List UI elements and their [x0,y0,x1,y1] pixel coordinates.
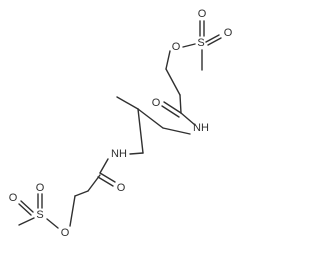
bond-ch2-n-bottom [129,152,144,155]
bond-s-o-right-1 [205,34,220,43]
bond-s-o-ester-top [182,43,196,48]
atom-o-ester-top: O [172,41,181,53]
bond-s-o-left-bottom-2 [18,203,32,216]
structure-canvas: O O S O O NH NH O O O S O [9,8,233,239]
bond-co-bottom-2 [97,176,114,187]
bond-ch-methyl [116,96,139,110]
atom-o-sulfonyl-bottom-left: O [9,192,18,204]
bond-co-bottom-1 [99,172,116,183]
atom-o-ester-bottom: O [61,227,70,239]
atom-labels: O O S O O NH NH O O O S O [9,8,233,239]
atom-o-sulfonyl-bottom-up: O [36,182,45,194]
molecule-diagram: O O S O O NH NH O O O S O [9,8,233,239]
bond-s-o-left-bottom-1 [20,200,34,213]
bond-oester-ch2-top [165,50,171,70]
atom-s-top: S [197,37,204,49]
atom-nh-bottom: NH [111,148,127,160]
atom-o-amide-bottom: O [117,182,126,194]
bond-co-top-2 [161,105,180,118]
bonds [18,20,222,229]
bond-ch-ch2-bottom [137,108,144,154]
bond-ch2-co-top [179,94,182,114]
bond-co-top-1 [163,101,182,114]
bond-ch2-ch-center [137,108,164,129]
bond-s-methyl-bottom [18,217,35,226]
bond-co-n-top [180,112,196,126]
bond-n-ch2-top [162,127,191,135]
bond-ch2-ch2-bottom [74,190,89,197]
bond-ch2-oester-bottom [69,195,76,227]
atom-s-bottom: S [36,209,43,221]
bond-n-co-bottom [99,158,109,174]
atom-o-sulfonyl-top-right: O [224,27,233,39]
bond-ch2-ch2-top [165,68,181,96]
atom-o-sulfonyl-top-up: O [198,8,207,20]
atom-nh-top: NH [193,122,209,134]
bond-s-o-right-2 [207,37,222,46]
bond-co-ch2-bottom [87,174,101,192]
bond-oester-s-bottom [46,218,59,229]
atom-o-amide-top: O [152,97,161,109]
